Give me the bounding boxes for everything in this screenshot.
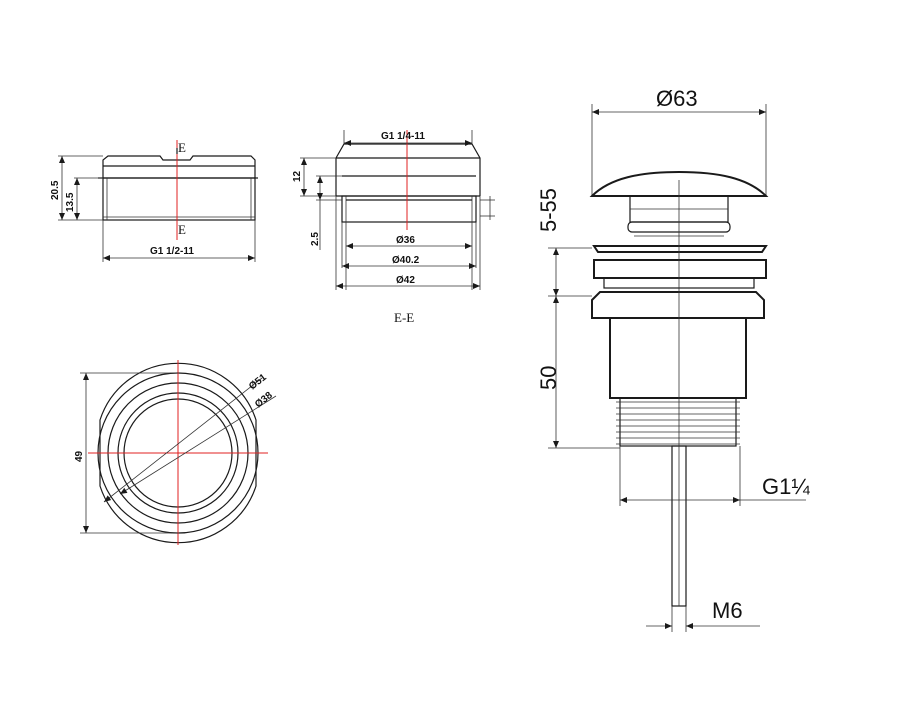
section-label-ee: E-E [394,310,414,325]
dim-d40: Ø40.2 [392,255,420,266]
top-left-view: E E 20.5 13.5 G1 1/2-11 [50,140,258,262]
dim-height-total: 20.5 [50,180,61,200]
dim-d51: Ø51 [247,372,269,393]
dim-cap-d63: Ø63 [656,86,698,111]
dim-height-12: 12 [292,170,303,182]
dim-thread-g112: G1 1/2-11 [150,246,194,257]
assembly-view: Ø63 [536,86,810,632]
dim-height-thread: 13.5 [65,192,76,212]
section-marker-bottom: E [178,222,186,237]
section-view-ee: G1 1/4-11 12 2.5 Ø36 Ø40.2 Ø42 E-E [292,130,495,325]
dim-height-49: 49 [74,450,85,462]
dim-thread-g114-big: G1¼ [762,474,810,499]
dim-step-25: 2.5 [310,232,321,246]
dim-range-5-55: 5-55 [536,188,561,232]
dim-d36: Ø36 [396,235,415,246]
dim-thread-g114: G1 1/4-11 [381,131,425,142]
plan-view: Ø51 Ø38 49 [74,360,277,545]
dim-rod-m6: M6 [712,598,743,623]
section-marker-top: E [178,140,186,155]
thread-section [616,397,740,447]
dim-d42: Ø42 [396,275,415,286]
dim-d38: Ø38 [253,390,275,411]
dim-body-50: 50 [536,366,561,390]
